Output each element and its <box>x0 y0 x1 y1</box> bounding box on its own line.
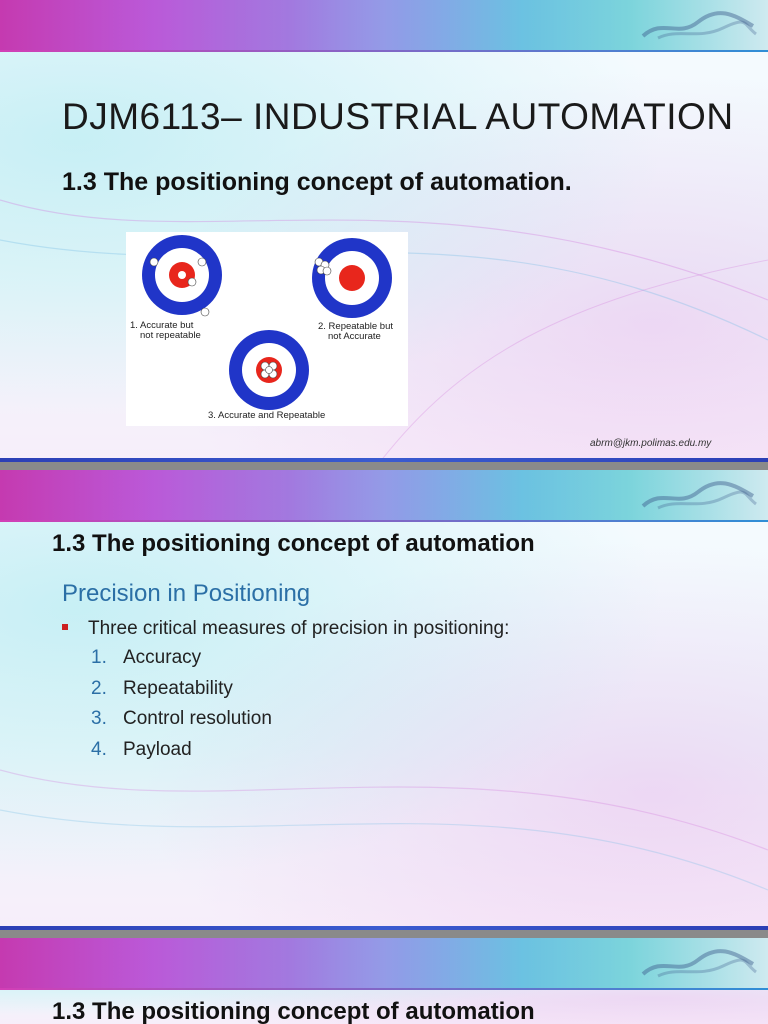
slide-2: 1.3 The positioning concept of automatio… <box>0 470 768 930</box>
slide-1-title: DJM6113– INDUSTRIAL AUTOMATION <box>62 96 734 137</box>
target-1-label-line2: not repeatable <box>140 330 201 341</box>
target-accurate-not-repeatable <box>142 235 222 317</box>
slide-3-title: 1.3 The positioning concept of automatio… <box>52 998 535 1024</box>
banner-stripe <box>0 988 768 990</box>
target-2-label-line1: 2. Repeatable but <box>318 321 393 332</box>
slide-1: DJM6113– INDUSTRIAL AUTOMATION 1.3 The p… <box>0 0 768 462</box>
slide-header-banner <box>0 0 768 50</box>
precision-targets-diagram: 1. Accurate but not repeatable 2. Repeat… <box>126 232 408 426</box>
list-item-number: 4. <box>91 738 107 760</box>
list-item-text: Payload <box>123 738 192 760</box>
list-item-number: 2. <box>91 677 107 699</box>
section-heading: Precision in Positioning <box>62 580 311 607</box>
target-3-label: 3. Accurate and Repeatable <box>208 410 325 421</box>
slide-bottom-bar <box>0 926 768 930</box>
slide-3: 1.3 The positioning concept of automatio… <box>0 938 768 1024</box>
slide-bottom-bar <box>0 458 768 462</box>
list-item: 1. Accuracy <box>91 647 272 678</box>
target-2-label-line2: not Accurate <box>328 331 381 342</box>
list-item-text: Control resolution <box>123 708 272 729</box>
banner-stripe <box>0 520 768 522</box>
banner-wave-decoration <box>641 11 757 40</box>
square-bullet-icon <box>62 623 68 630</box>
slide-header-banner <box>0 938 768 988</box>
bullet-point: Three critical measures of precision in … <box>62 618 509 640</box>
list-item-number: 1. <box>91 647 107 668</box>
list-item-text: Accuracy <box>123 647 202 668</box>
bullet-text: Three critical measures of precision in … <box>88 618 510 639</box>
list-item-text: Repeatability <box>123 677 233 699</box>
slide-header-banner <box>0 470 768 520</box>
target-repeatable-not-accurate <box>312 238 392 318</box>
list-item: 2. Repeatability <box>91 678 272 709</box>
banner-wave-decoration <box>641 481 757 510</box>
list-item: 3. Control resolution <box>91 708 272 739</box>
banner-stripe <box>0 50 768 52</box>
slide-2-title: 1.3 The positioning concept of automatio… <box>52 530 535 557</box>
banner-wave-decoration <box>641 949 757 978</box>
author-email: abrm@jkm.polimas.edu.my <box>590 438 712 449</box>
list-item: 4. Payload <box>91 739 272 770</box>
precision-measures-list: 1. Accuracy 2. Repeatability 3. Control res… <box>91 647 272 769</box>
list-item-number: 3. <box>91 708 107 729</box>
target-accurate-and-repeatable <box>229 330 309 410</box>
target-1-label-line1: 1. Accurate but <box>130 320 194 331</box>
slide-1-subtitle: 1.3 The positioning concept of automatio… <box>62 168 572 196</box>
